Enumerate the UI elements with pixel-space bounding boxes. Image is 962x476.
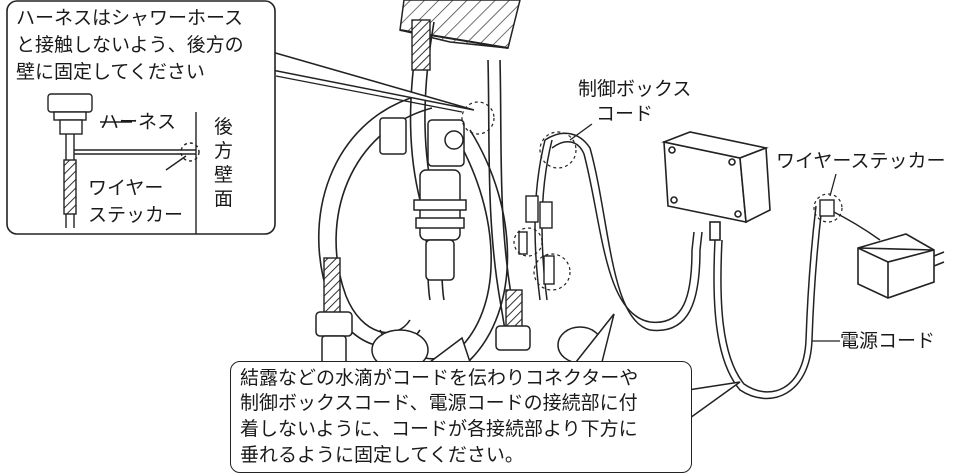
inset-wall-char-1: 後 xyxy=(214,116,234,138)
condensation-note-line-1: 結露などの水滴がコードを伝わりコネクターや xyxy=(240,367,639,389)
condensation-note-line-3: 着しないように、コードが各接続部より下方に xyxy=(240,418,638,440)
control-box-cord-label-line-2: コード xyxy=(596,103,654,125)
wire-sticker-label: ワイヤーステッカー xyxy=(776,150,946,172)
highlight-circles xyxy=(461,101,843,291)
inset-wall-char-2: 方 xyxy=(214,140,234,162)
valve-assembly xyxy=(379,117,467,281)
harness-note-line-2: と接触しないよう、後方の xyxy=(16,34,244,56)
inset-drawing xyxy=(47,93,200,234)
inset-wall-char-3: 壁 xyxy=(214,164,234,186)
leader-lines xyxy=(275,75,840,342)
power-cord-label: 電源コード xyxy=(840,330,936,352)
wire-sticker-tag xyxy=(819,199,835,217)
condensation-note-line-2: 制御ボックスコード、電源コードの接続部に付 xyxy=(240,392,638,414)
control-box-cord-label-line-1: 制御ボックス xyxy=(578,78,692,100)
harness-note-line-1: ハーネスはシャワーホース xyxy=(16,7,244,29)
inset-harness-label: ハーネス xyxy=(100,111,177,133)
power-cord xyxy=(713,205,881,400)
condensation-callout-box xyxy=(230,361,692,473)
inset-sticker-label-line-1: ワイヤー xyxy=(88,177,164,199)
inset-wall-char-4: 面 xyxy=(214,188,234,210)
bottom-callout-tail-left xyxy=(427,336,472,363)
inset-sticker-label-line-2: ステッカー xyxy=(88,204,184,226)
connectors xyxy=(518,195,555,285)
controller-cord xyxy=(534,132,703,332)
braided-hose-right xyxy=(505,289,523,331)
harness-note-line-3: 壁に固定してください xyxy=(16,61,205,83)
condensation-note-line-4: 垂れるように固定してください。 xyxy=(240,444,524,466)
braided-hose-left xyxy=(323,257,341,319)
control-box xyxy=(661,131,771,241)
bottom-callout-tail-side xyxy=(687,381,741,420)
braided-hose-top xyxy=(411,19,431,71)
power-adapter xyxy=(857,233,945,299)
